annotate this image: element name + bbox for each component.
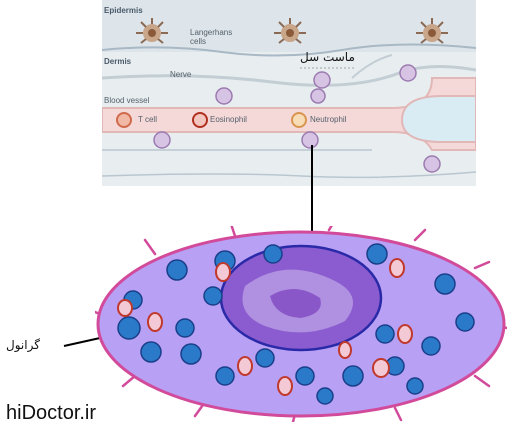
- blue-granule: [366, 243, 388, 265]
- eosinophil-icon: [192, 112, 208, 128]
- blue-granule: [263, 244, 283, 264]
- blue-granule: [203, 286, 223, 306]
- granule-label: گرانول: [6, 338, 40, 352]
- blue-granule: [117, 316, 141, 340]
- blue-granule: [140, 341, 162, 363]
- site-brand: hiDoctor.ir: [6, 402, 97, 424]
- red-granule: [215, 262, 231, 282]
- red-granule: [277, 376, 293, 396]
- mast-cell-icon: [310, 88, 326, 104]
- blood-vessel-label: Blood vessel: [104, 96, 150, 105]
- blue-granule: [295, 366, 315, 386]
- blue-granules: [117, 243, 475, 405]
- red-granule: [372, 358, 390, 378]
- red-granule: [237, 356, 253, 376]
- mast-cell-icon: [313, 71, 331, 89]
- red-granule: [117, 299, 133, 317]
- langerhans-cell-icon: [274, 18, 306, 44]
- blue-granule: [180, 343, 202, 365]
- red-granules: [117, 258, 413, 396]
- mast-cell-label: ماست سل: [300, 50, 355, 64]
- epidermis-label: Epidermis: [104, 6, 143, 15]
- legend-t-cell-label: T cell: [138, 115, 157, 124]
- blue-granule: [342, 365, 364, 387]
- legend-eosinophil-label: Eosinophil: [210, 115, 247, 124]
- nerve-label: Nerve: [170, 70, 192, 79]
- mast-cell-icon: [215, 87, 233, 105]
- red-granule: [389, 258, 405, 278]
- legend-neutrophil-label: Neutrophil: [310, 115, 347, 124]
- red-granule: [397, 324, 413, 344]
- t-cell-icon: [116, 112, 132, 128]
- blue-granule: [255, 348, 275, 368]
- red-granule: [147, 312, 163, 332]
- langerhans-label-line2: cells: [190, 37, 207, 46]
- blue-granule: [434, 273, 456, 295]
- langerhans-label-line1: Langerhans: [190, 28, 233, 37]
- skin-schematic: [102, 0, 476, 186]
- langerhans-label: Langerhans cells: [190, 28, 232, 46]
- neutrophil-icon: [291, 112, 307, 128]
- blue-granule: [421, 336, 441, 356]
- mast-cell-icon: [399, 64, 417, 82]
- blue-granule: [455, 312, 475, 332]
- mast-cell-icon: [423, 155, 441, 173]
- mast-cell-icon: [153, 131, 171, 149]
- blue-granule: [316, 387, 334, 405]
- mast-cell-icon: [301, 131, 319, 149]
- langerhans-cell-icon: [416, 18, 448, 44]
- mast-cell-illustration: [95, 226, 507, 422]
- blue-granule: [406, 377, 424, 395]
- blue-granule: [215, 366, 235, 386]
- dermis-label: Dermis: [104, 57, 132, 66]
- blue-granule: [375, 324, 395, 344]
- blue-granule: [175, 318, 195, 338]
- langerhans-cell-icon: [136, 18, 168, 44]
- red-granule: [338, 341, 352, 359]
- blue-granule: [166, 259, 188, 281]
